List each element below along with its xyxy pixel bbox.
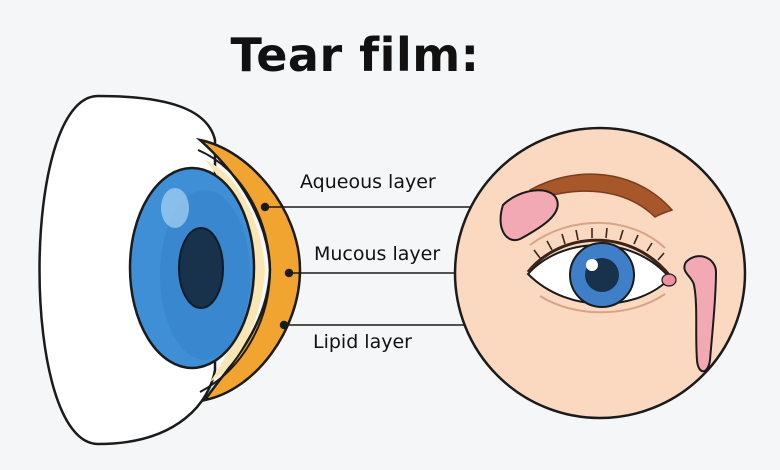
eyelid-crease	[529, 221, 666, 249]
eyebrow	[529, 173, 674, 218]
eye-closeup	[453, 126, 747, 420]
closeup-highlight	[586, 259, 598, 271]
tear-film-outer	[195, 137, 302, 402]
label-aqueous-layer: Aqueous layer	[300, 171, 436, 193]
lower-eyelid	[539, 293, 666, 314]
iris-highlight	[161, 188, 189, 228]
eyeball-cross-section	[38, 94, 302, 446]
lacrimal-gland	[499, 189, 559, 241]
page-title: Tear film:	[230, 28, 480, 82]
label-lipid-layer: Lipid layer	[313, 331, 412, 353]
label-mucous-layer: Mucous layer	[314, 243, 441, 265]
tear-film-inner	[205, 160, 265, 382]
pupil	[178, 227, 224, 309]
cornea	[197, 149, 272, 393]
nasolacrimal-duct	[683, 255, 718, 373]
eyelashes	[526, 238, 672, 277]
caruncle	[661, 273, 677, 287]
